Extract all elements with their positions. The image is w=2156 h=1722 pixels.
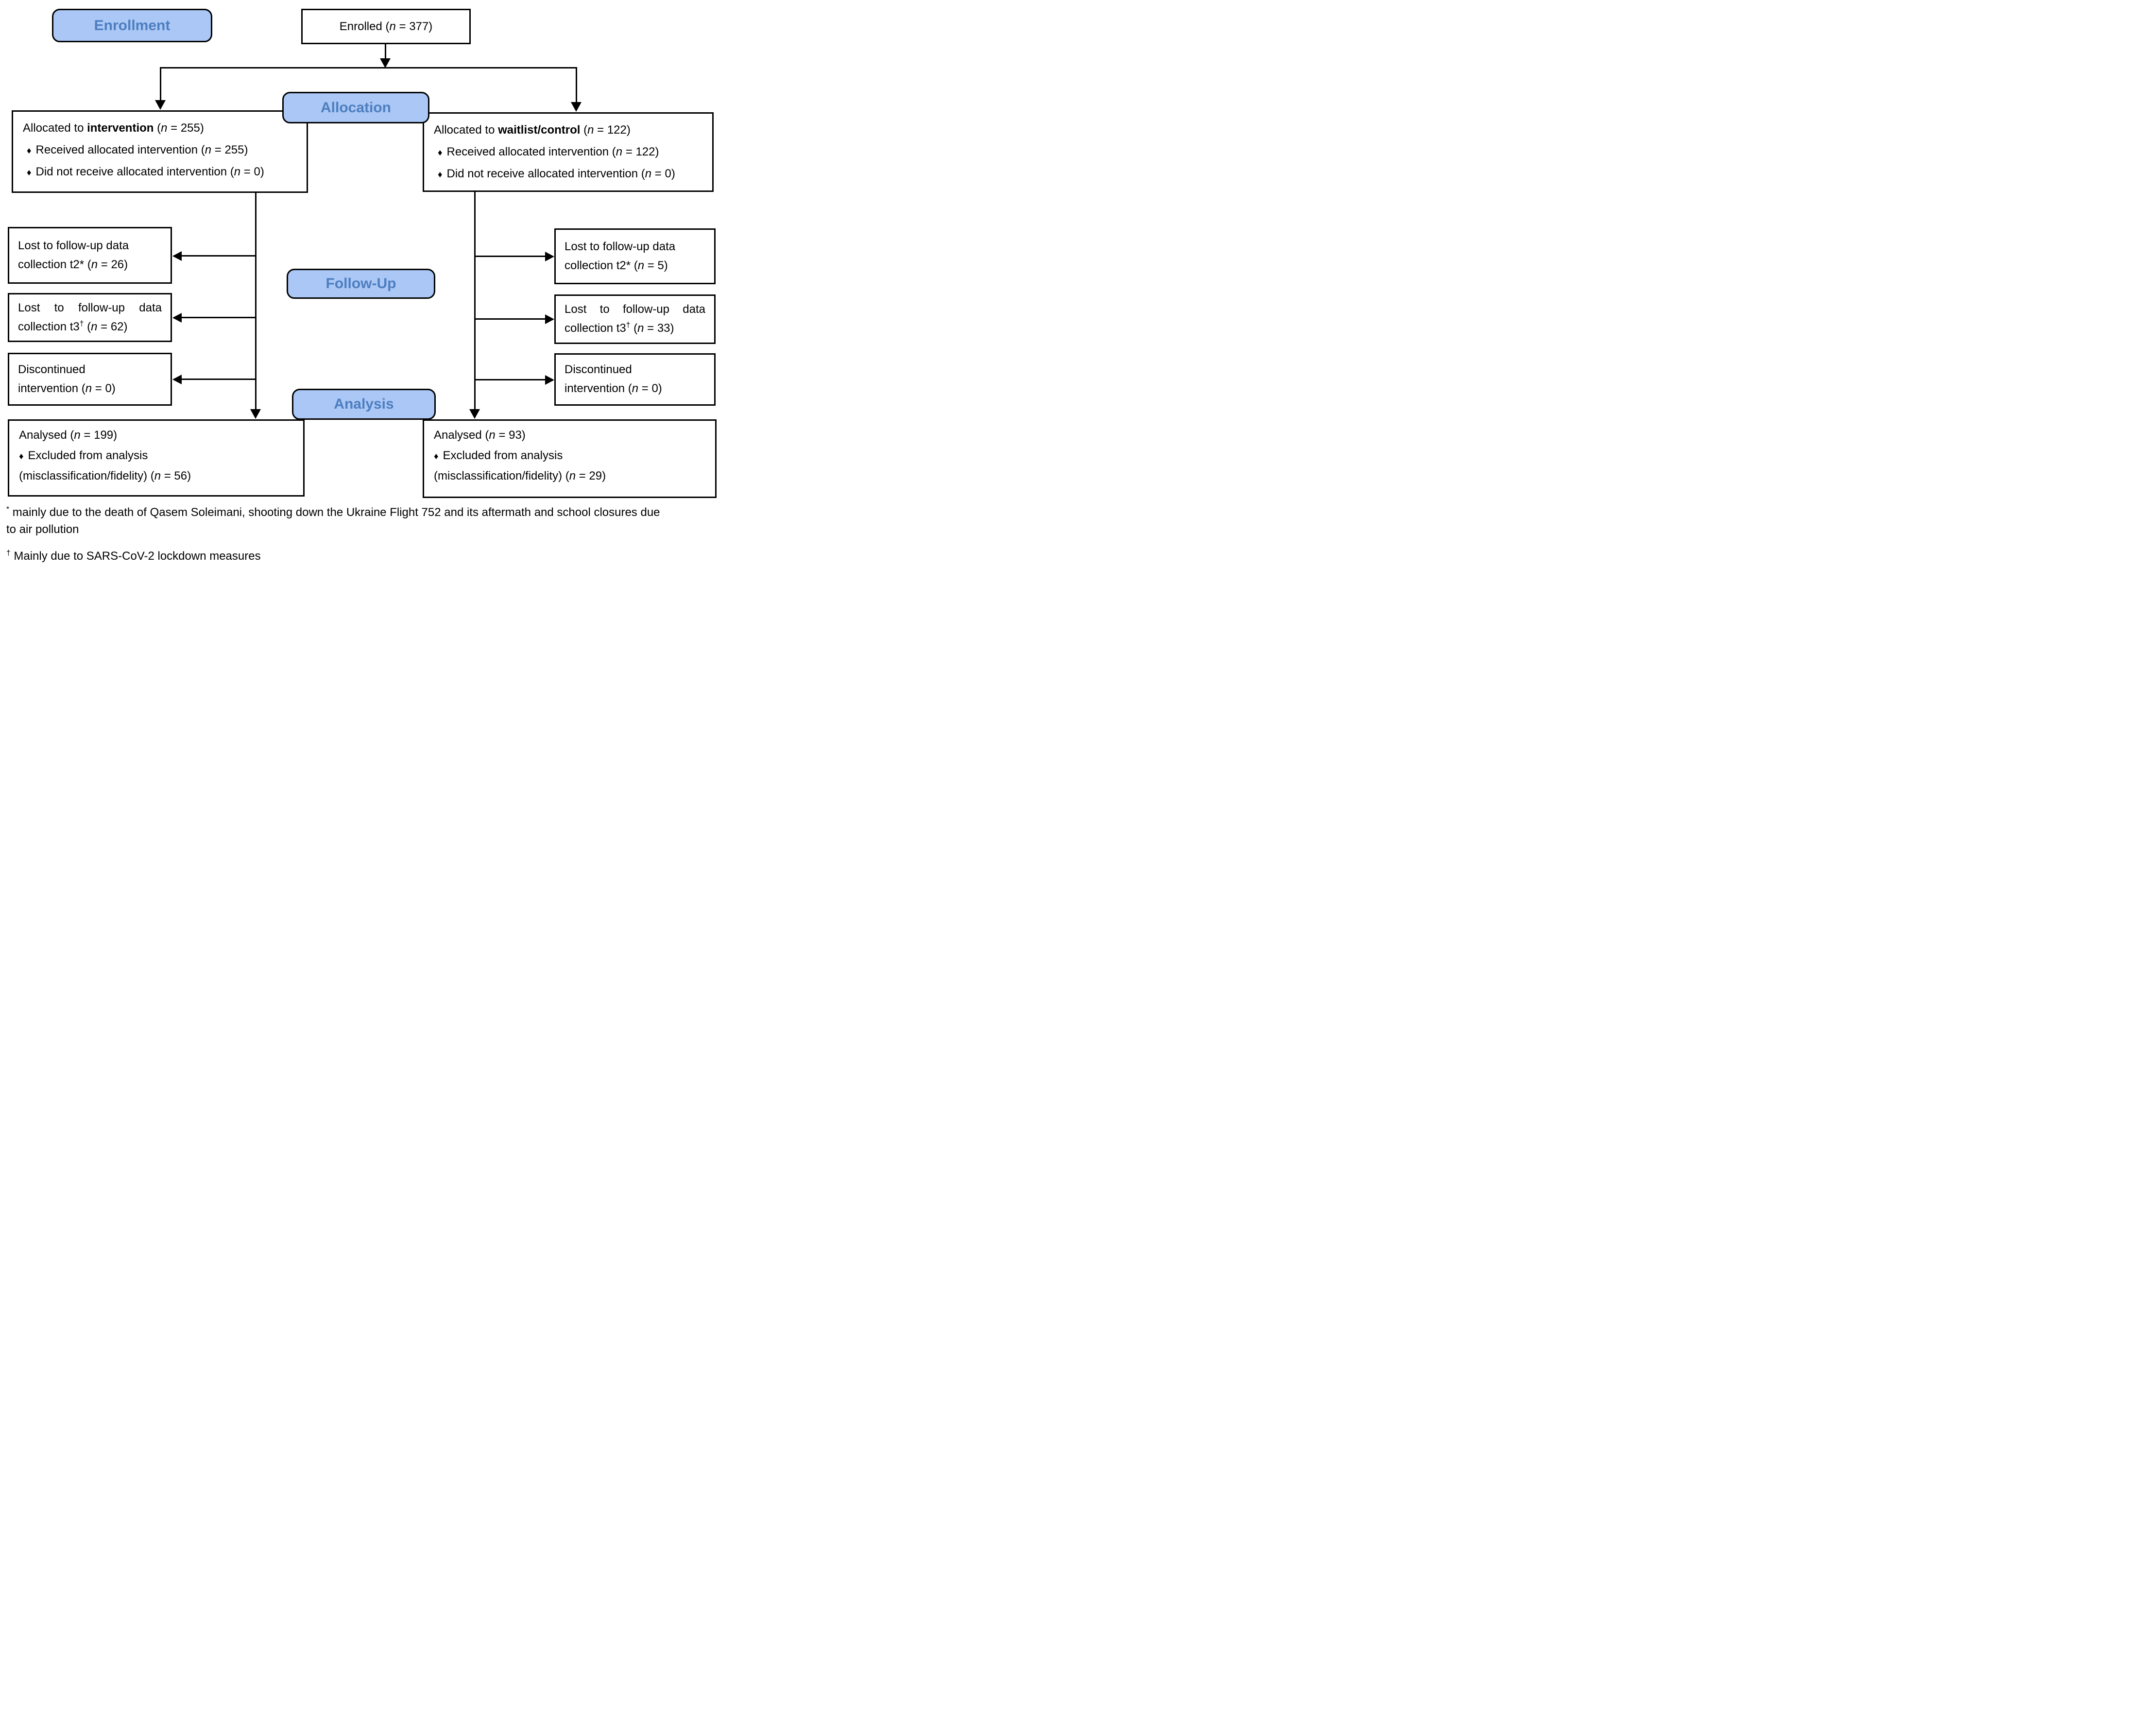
connector-disc-intervention-line bbox=[182, 379, 257, 380]
enrolled-box: Enrolled (n = 377) bbox=[301, 9, 471, 44]
lost-t2-intervention-text: Lost to follow-up data collection t2* (n… bbox=[18, 239, 129, 271]
connector-control-vertical-line bbox=[474, 192, 476, 410]
diamond-bullet-icon: ♦ bbox=[19, 451, 24, 461]
connector-split-line bbox=[160, 67, 577, 69]
allocation-control-box: Allocated to waitlist/control (n = 122) … bbox=[423, 112, 714, 192]
discontinued-intervention-line1: Discontinued bbox=[18, 362, 86, 376]
analysed-intervention-box: Analysed (n = 199) ♦Excluded from analys… bbox=[8, 419, 305, 497]
footnote-dagger: † Mainly due to SARS-CoV-2 lockdown meas… bbox=[6, 549, 261, 563]
discontinued-intervention-box: Discontinued intervention (n = 0) bbox=[8, 353, 172, 406]
connector-right-branch-line bbox=[576, 67, 577, 103]
stage-label-followup-text: Follow-Up bbox=[325, 276, 396, 292]
arrow-right-icon bbox=[545, 252, 554, 261]
stage-label-allocation: Allocation bbox=[282, 92, 429, 123]
diamond-bullet-icon: ♦ bbox=[438, 147, 443, 157]
discontinued-control-box: Discontinued intervention (n = 0) bbox=[554, 353, 716, 406]
connector-intervention-vertical-line bbox=[255, 193, 257, 410]
connector-disc-control-line bbox=[476, 379, 545, 380]
footnote-asterisk: * mainly due to the death of Qasem Solei… bbox=[6, 505, 660, 536]
arrow-down-icon bbox=[380, 58, 391, 68]
allocation-intervention-box: Allocated to intervention (n = 255) ♦Rec… bbox=[12, 110, 308, 193]
arrow-down-icon bbox=[155, 100, 166, 110]
stage-label-analysis: Analysis bbox=[292, 389, 436, 420]
connector-t3-intervention-line bbox=[182, 317, 257, 318]
stage-label-enrollment-text: Enrollment bbox=[94, 17, 171, 34]
arrow-right-icon bbox=[545, 314, 554, 324]
arrow-left-icon bbox=[172, 313, 182, 323]
arrow-right-icon bbox=[545, 375, 554, 385]
lost-t2-control-box: Lost to follow-up data collection t2* (n… bbox=[554, 228, 716, 284]
stage-label-followup: Follow-Up bbox=[287, 269, 435, 299]
stage-label-allocation-text: Allocation bbox=[320, 99, 391, 116]
analysed-intervention-detail: (misclassification/fidelity) (n = 56) bbox=[19, 469, 191, 482]
connector-t2-intervention-line bbox=[182, 255, 257, 257]
arrow-down-icon bbox=[250, 409, 261, 419]
consort-flow-diagram: Enrollment Enrolled (n = 377) Allocation… bbox=[0, 0, 719, 574]
connector-t2-control-line bbox=[476, 256, 545, 257]
allocation-control-received: ♦Received allocated intervention (n = 12… bbox=[438, 145, 659, 158]
enrolled-text: Enrolled (n = 377) bbox=[339, 19, 433, 33]
analysed-control-title: Analysed (n = 93) bbox=[434, 429, 526, 442]
lost-t3-intervention-text: Lost to follow-up data collection t3† (n… bbox=[18, 301, 162, 333]
arrow-left-icon bbox=[172, 375, 182, 384]
connector-t3-control-line bbox=[476, 318, 545, 320]
lost-t3-intervention-box: Lost to follow-up data collection t3† (n… bbox=[8, 293, 172, 342]
allocation-intervention-title: Allocated to intervention (n = 255) bbox=[23, 121, 204, 135]
allocation-intervention-notreceived: ♦Did not receive allocated intervention … bbox=[27, 165, 264, 178]
connector-left-branch-line bbox=[160, 67, 161, 101]
arrow-left-icon bbox=[172, 251, 182, 261]
analysed-control-box: Analysed (n = 93) ♦Excluded from analysi… bbox=[423, 419, 717, 498]
lost-t3-control-box: Lost to follow-up data collection t3† (n… bbox=[554, 294, 716, 344]
allocation-control-notreceived: ♦Did not receive allocated intervention … bbox=[438, 167, 675, 180]
analysed-control-excluded: ♦Excluded from analysis bbox=[434, 449, 563, 462]
allocation-intervention-received: ♦Received allocated intervention (n = 25… bbox=[27, 143, 248, 156]
discontinued-control-line2: intervention (n = 0) bbox=[565, 382, 662, 395]
diamond-bullet-icon: ♦ bbox=[27, 145, 32, 155]
allocation-control-title: Allocated to waitlist/control (n = 122) bbox=[434, 123, 631, 137]
stage-label-enrollment: Enrollment bbox=[52, 9, 212, 42]
connector-enrolled-down-line bbox=[385, 44, 386, 59]
diamond-bullet-icon: ♦ bbox=[27, 167, 32, 177]
discontinued-intervention-line2: intervention (n = 0) bbox=[18, 381, 116, 395]
lost-t2-control-text: Lost to follow-up data collection t2* (n… bbox=[565, 240, 676, 272]
analysed-intervention-title: Analysed (n = 199) bbox=[19, 429, 118, 442]
lost-t2-intervention-box: Lost to follow-up data collection t2* (n… bbox=[8, 227, 172, 284]
lost-t3-control-text: Lost to follow-up data collection t3† (n… bbox=[565, 303, 705, 335]
arrow-down-icon bbox=[571, 102, 582, 112]
diamond-bullet-icon: ♦ bbox=[434, 451, 439, 461]
discontinued-control-line1: Discontinued bbox=[565, 363, 632, 377]
analysed-control-detail: (misclassification/fidelity) (n = 29) bbox=[434, 469, 606, 482]
stage-label-analysis-text: Analysis bbox=[334, 396, 394, 412]
arrow-down-icon bbox=[469, 409, 480, 419]
analysed-intervention-excluded: ♦Excluded from analysis bbox=[19, 449, 148, 462]
diamond-bullet-icon: ♦ bbox=[438, 169, 443, 179]
